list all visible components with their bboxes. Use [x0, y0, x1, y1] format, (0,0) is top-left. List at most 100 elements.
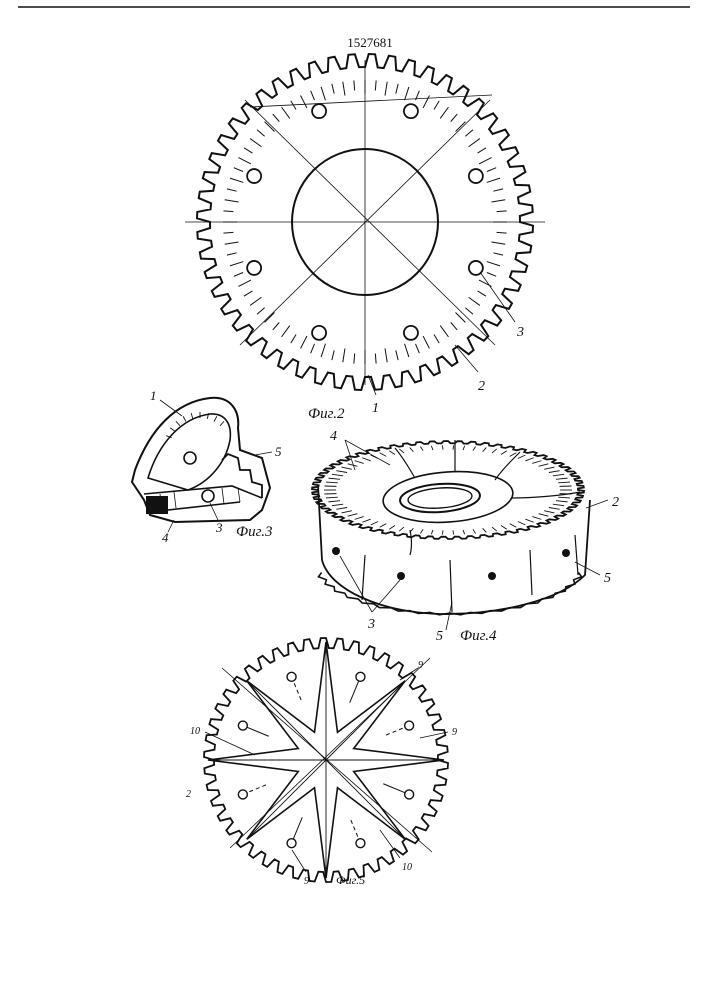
- fig2-tick: [223, 232, 233, 233]
- fig4-tick: [431, 446, 433, 450]
- fig2-tick: [223, 211, 233, 212]
- fig2-tick: [244, 291, 253, 296]
- fig4-tick: [342, 511, 352, 513]
- fig4-tick: [492, 449, 497, 453]
- fig2-bolt-hole: [247, 169, 261, 183]
- fig4-tick: [532, 461, 541, 464]
- fig4-tick: [348, 514, 358, 517]
- fig3-label-3: 3: [215, 520, 223, 535]
- fig2-tick: [234, 168, 243, 172]
- fig5-label-9-top: 9: [418, 660, 423, 671]
- fig5-pin-head: [356, 839, 365, 848]
- fig5-label-2: 2: [186, 789, 191, 800]
- fig3-tick: [220, 421, 224, 425]
- fig2-caption: Фиг.2: [308, 406, 345, 422]
- fig2-bolt-hole: [312, 104, 326, 118]
- fig4-tick: [539, 514, 549, 517]
- fig2-tick: [493, 189, 503, 191]
- fig4-tick: [501, 526, 507, 530]
- fig2-tick: [321, 344, 325, 357]
- fig4-tick: [549, 507, 560, 509]
- fig2-tick: [354, 354, 355, 364]
- fig2-tick: [440, 326, 448, 337]
- fig2-tick: [282, 107, 290, 118]
- fig5-pin-head: [405, 790, 414, 799]
- fig5-label-10-bottom: 10: [402, 862, 412, 873]
- fig2-tick: [487, 178, 500, 182]
- fig4-tick: [463, 530, 465, 534]
- fig3-tick: [214, 416, 217, 421]
- fig3-end-block: [146, 496, 168, 514]
- fig4-tick: [473, 529, 476, 533]
- fig2-tick: [301, 336, 307, 348]
- fig4-tick: [558, 497, 570, 498]
- fig4-tick: [328, 478, 340, 479]
- fig4-tick: [332, 504, 343, 506]
- fig4-tick: [420, 529, 423, 533]
- fig2-tick: [230, 262, 243, 266]
- fig4-tick: [442, 445, 443, 449]
- fig5-leader-9-bottom: [292, 850, 306, 872]
- fig2-tick: [416, 344, 420, 353]
- fig4-tick: [532, 517, 541, 520]
- fig4-label-5-bottom: 5: [436, 629, 443, 644]
- fig4-tick: [556, 478, 568, 479]
- fig4-tick: [399, 527, 404, 531]
- fig4-top-teeth-outline: [312, 441, 584, 539]
- fig2-tick: [291, 335, 296, 344]
- fig2-tick: [385, 82, 387, 96]
- fig3-teeth: [222, 454, 262, 498]
- fig4-tick: [473, 446, 476, 450]
- fig4-caption: Фиг.4: [460, 628, 497, 644]
- fig2-tick: [321, 87, 325, 100]
- fig2-tick: [487, 262, 500, 266]
- fig2-centerlines: [185, 60, 545, 385]
- fig4-label-3: 3: [367, 617, 375, 632]
- fig4-tick: [453, 445, 454, 449]
- fig4-tick: [410, 448, 414, 452]
- fig3-segment-drawing: 1 5 4 3 Фиг.3: [132, 388, 282, 545]
- fig2-tick: [257, 308, 265, 314]
- fig2-tick: [423, 336, 429, 348]
- fig2-bolt-hole: [404, 326, 418, 340]
- fig2-gear-drawing: 3 2 1 Фиг.2: [185, 54, 545, 422]
- fig5-ridge: [326, 760, 405, 839]
- fig4-bolt-hole-1: [332, 547, 340, 555]
- fig2-tick: [479, 158, 491, 164]
- fig2-tick: [385, 348, 387, 362]
- fig5-leader-10-bottom: [380, 830, 400, 858]
- fig2-tick: [487, 168, 496, 172]
- fig4-tick: [380, 453, 387, 457]
- fig5-leader-9-right: [420, 732, 448, 738]
- fig4-tick: [362, 458, 370, 461]
- fig2-bolt-hole: [247, 261, 261, 275]
- fig2-label-1: 1: [372, 401, 379, 416]
- fig2-tick: [311, 344, 315, 353]
- fig2-tick: [375, 354, 376, 364]
- fig4-tick: [556, 501, 568, 502]
- fig2-tick: [332, 350, 334, 360]
- fig2-tick: [234, 273, 243, 277]
- fig4-tick: [544, 467, 554, 469]
- fig2-tick: [282, 326, 290, 337]
- fig2-tick: [487, 273, 496, 277]
- fig4-tick: [431, 530, 433, 534]
- fig2-tick: [227, 189, 237, 191]
- fig3-label-1: 1: [150, 388, 157, 403]
- fig4-tick: [544, 511, 554, 513]
- fig2-tick: [497, 232, 507, 233]
- fig2-tick: [396, 350, 398, 360]
- fig2-tick: [497, 211, 507, 212]
- fig4-tick: [371, 522, 378, 525]
- fig4-tick: [463, 446, 465, 450]
- fig4-tick: [326, 497, 338, 498]
- fig2-tick: [230, 178, 243, 182]
- fig2-tick: [225, 200, 239, 202]
- fig4-tick: [326, 482, 338, 483]
- fig2-tick: [265, 122, 275, 132]
- fig3-bolt-hole-upper: [184, 452, 196, 464]
- fig2-tick: [465, 308, 473, 314]
- fig2-tick: [456, 122, 466, 132]
- fig2-tick: [451, 322, 457, 330]
